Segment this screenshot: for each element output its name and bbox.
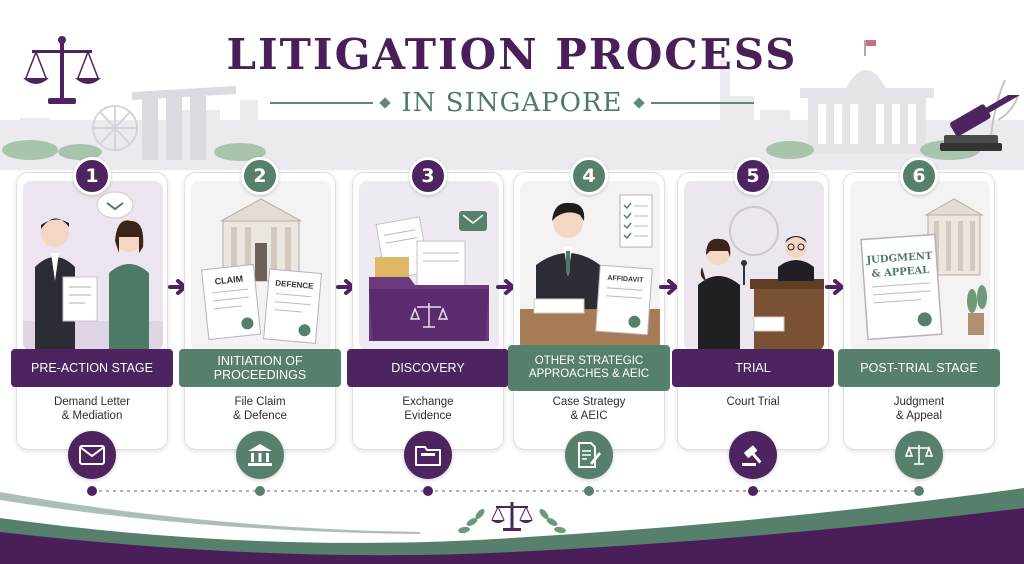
stage-description: Judgment & Appeal <box>893 396 945 422</box>
stage-card-1[interactable]: 1 PRE-ACTION STAGE Demand Letter & Media… <box>11 157 173 479</box>
stage-number: 6 <box>900 157 938 195</box>
defence-doc-label: DEFENCE <box>275 279 315 291</box>
stage-number: 4 <box>570 157 608 195</box>
stage-label: TRIAL <box>672 349 834 387</box>
courtroom-trial-illustration <box>684 181 824 351</box>
divider-line <box>650 102 754 104</box>
timeline-dot <box>914 486 924 496</box>
stage-description: File Claim & Defence <box>233 396 287 422</box>
stage-label: POST-TRIAL STAGE <box>838 349 1000 387</box>
judgment-doc-label-1: JUDGMENT <box>865 251 933 267</box>
arrow-right-icon <box>659 279 678 295</box>
timeline-dot <box>423 486 433 496</box>
stage-number: 1 <box>73 157 111 195</box>
courthouse-icon <box>236 431 284 479</box>
stage-description: Case Strategy & AEIC <box>552 396 626 422</box>
stage-card-6[interactable]: 6 JUDGMENT & APPEAL POST-TRIAL STAGE Jud… <box>838 157 1000 479</box>
stage-card-4[interactable]: 4 AFFIDAVIT OTHER STRATEGIC APPROACHES &… <box>508 157 670 479</box>
judgment-doc-label-2: & APPEAL <box>871 265 929 280</box>
footer-wave <box>0 488 1024 564</box>
gavel-icon <box>729 431 777 479</box>
stage-number: 3 <box>409 157 447 195</box>
stage-label: PRE-ACTION STAGE <box>11 349 173 387</box>
arrow-right-icon <box>825 279 844 295</box>
affidavit-illustration: AFFIDAVIT <box>520 181 660 351</box>
footer-scales-icon <box>458 502 566 534</box>
folder-icon <box>404 431 452 479</box>
claim-doc-label: CLAIM <box>214 274 243 287</box>
subtitle-row: IN SINGAPORE <box>270 86 754 120</box>
stage-label: INITIATION OF PROCEEDINGS <box>179 349 341 387</box>
stage-card-3[interactable]: 3 DISCOVERY Exchange Evidence <box>347 157 509 479</box>
stage-number: 2 <box>241 157 279 195</box>
page-title: LITIGATION PROCESS <box>226 30 798 79</box>
stage-label: DISCOVERY <box>347 349 509 387</box>
claim-defence-illustration: CLAIM DEFENCE <box>191 181 331 351</box>
skyline-background <box>0 40 1024 170</box>
stage-description: Court Trial <box>726 396 780 408</box>
timeline <box>87 486 924 496</box>
timeline-dot <box>87 486 97 496</box>
stage-description: Exchange Evidence <box>402 396 454 422</box>
timeline-dot <box>255 486 265 496</box>
scales-icon <box>895 431 943 479</box>
divider-diamond <box>379 97 392 109</box>
judgment-appeal-illustration: JUDGMENT & APPEAL <box>850 181 990 351</box>
divider-diamond <box>632 97 645 109</box>
stage-card-5[interactable]: 5 TRIAL Court Trial <box>672 157 834 479</box>
timeline-dot <box>584 486 594 496</box>
scales-logo-icon <box>23 36 101 104</box>
discovery-folder-illustration <box>359 181 499 351</box>
stage-number: 5 <box>734 157 772 195</box>
stage-card-2[interactable]: 2 CLAIM DEFENCE INITIATION OF PROCEEDING… <box>179 157 341 479</box>
affidavit-doc-label: AFFIDAVIT <box>607 275 644 285</box>
handshake-illustration <box>23 181 163 351</box>
gavel-decoration-icon <box>940 95 1020 151</box>
divider-line <box>270 102 374 104</box>
stage-label: OTHER STRATEGIC APPROACHES & AEIC <box>508 345 670 391</box>
page-subtitle: IN SINGAPORE <box>401 88 623 118</box>
stage-description: Demand Letter & Mediation <box>53 396 131 422</box>
envelope-icon <box>68 431 116 479</box>
document-pen-icon <box>565 431 613 479</box>
timeline-dot <box>748 486 758 496</box>
